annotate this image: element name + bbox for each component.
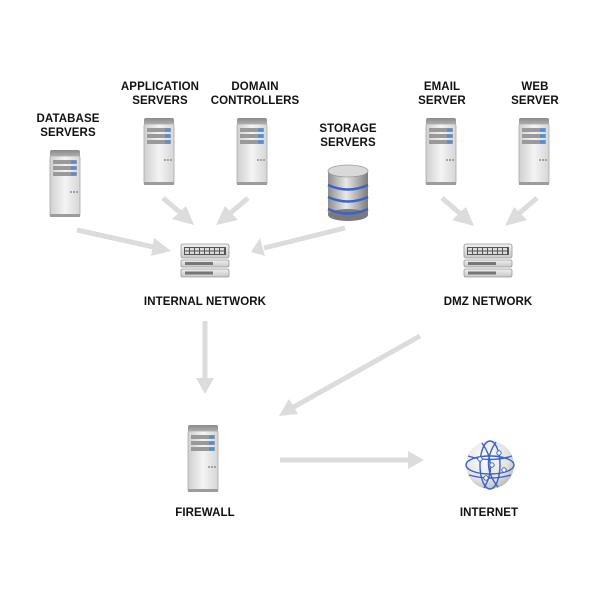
database-servers-label-line1: DATABASE <box>36 113 100 125</box>
internal-network-label: INTERNAL NETWORK <box>143 296 267 308</box>
domain-controllers-label: DOMAIN CONTROLLERS <box>203 80 307 108</box>
web-server-label: WEB SERVER <box>485 80 585 108</box>
dmz-network-label: DMZ NETWORK <box>443 296 533 308</box>
arrow-internal-to-firewall <box>196 321 214 394</box>
firewall-server-icon <box>187 425 219 493</box>
application-servers-label-line1: APPLICATION <box>120 81 200 93</box>
arrow-storage-to-internal <box>251 225 346 256</box>
application-servers-label: APPLICATION SERVERS <box>110 80 210 108</box>
email-server-label-line2: SERVER <box>418 95 466 107</box>
web-server-icon <box>518 118 550 186</box>
dmz-network-switch-icon <box>463 243 513 278</box>
domain-controllers-label-line1: DOMAIN <box>231 81 279 93</box>
internet-label: INTERNET <box>459 507 519 519</box>
domain-controllers-label-line2: CONTROLLERS <box>210 95 300 107</box>
database-servers-label-line2: SERVERS <box>40 127 96 139</box>
email-server-icon <box>425 118 457 186</box>
database-server-icon <box>49 150 81 218</box>
internal-network-switch-icon <box>180 243 230 278</box>
storage-servers-label-line1: STORAGE <box>319 123 377 135</box>
application-server-icon <box>143 118 175 186</box>
arrow-application-to-internal <box>161 196 194 225</box>
email-server-label-line1: EMAIL <box>423 81 461 93</box>
web-server-label-line1: WEB <box>521 81 549 93</box>
arrow-web-to-dmz <box>505 196 539 226</box>
domain-controller-server-icon <box>236 118 268 186</box>
storage-database-icon <box>327 164 369 221</box>
arrow-dmz-to-firewall <box>279 333 422 416</box>
application-servers-label-line2: SERVERS <box>132 95 188 107</box>
arrow-database-to-internal <box>76 227 171 256</box>
internet-globe-icon <box>465 440 515 490</box>
web-server-label-line2: SERVER <box>511 95 559 107</box>
arrow-firewall-to-internet <box>280 451 424 469</box>
storage-servers-label: STORAGE SERVERS <box>298 122 398 150</box>
storage-servers-label-line2: SERVERS <box>320 137 376 149</box>
firewall-label: FIREWALL <box>175 507 235 519</box>
arrow-email-to-dmz <box>440 196 474 226</box>
database-servers-label: DATABASE SERVERS <box>18 112 118 140</box>
email-server-label: EMAIL SERVER <box>392 80 492 108</box>
arrow-domain-to-internal <box>216 196 250 225</box>
